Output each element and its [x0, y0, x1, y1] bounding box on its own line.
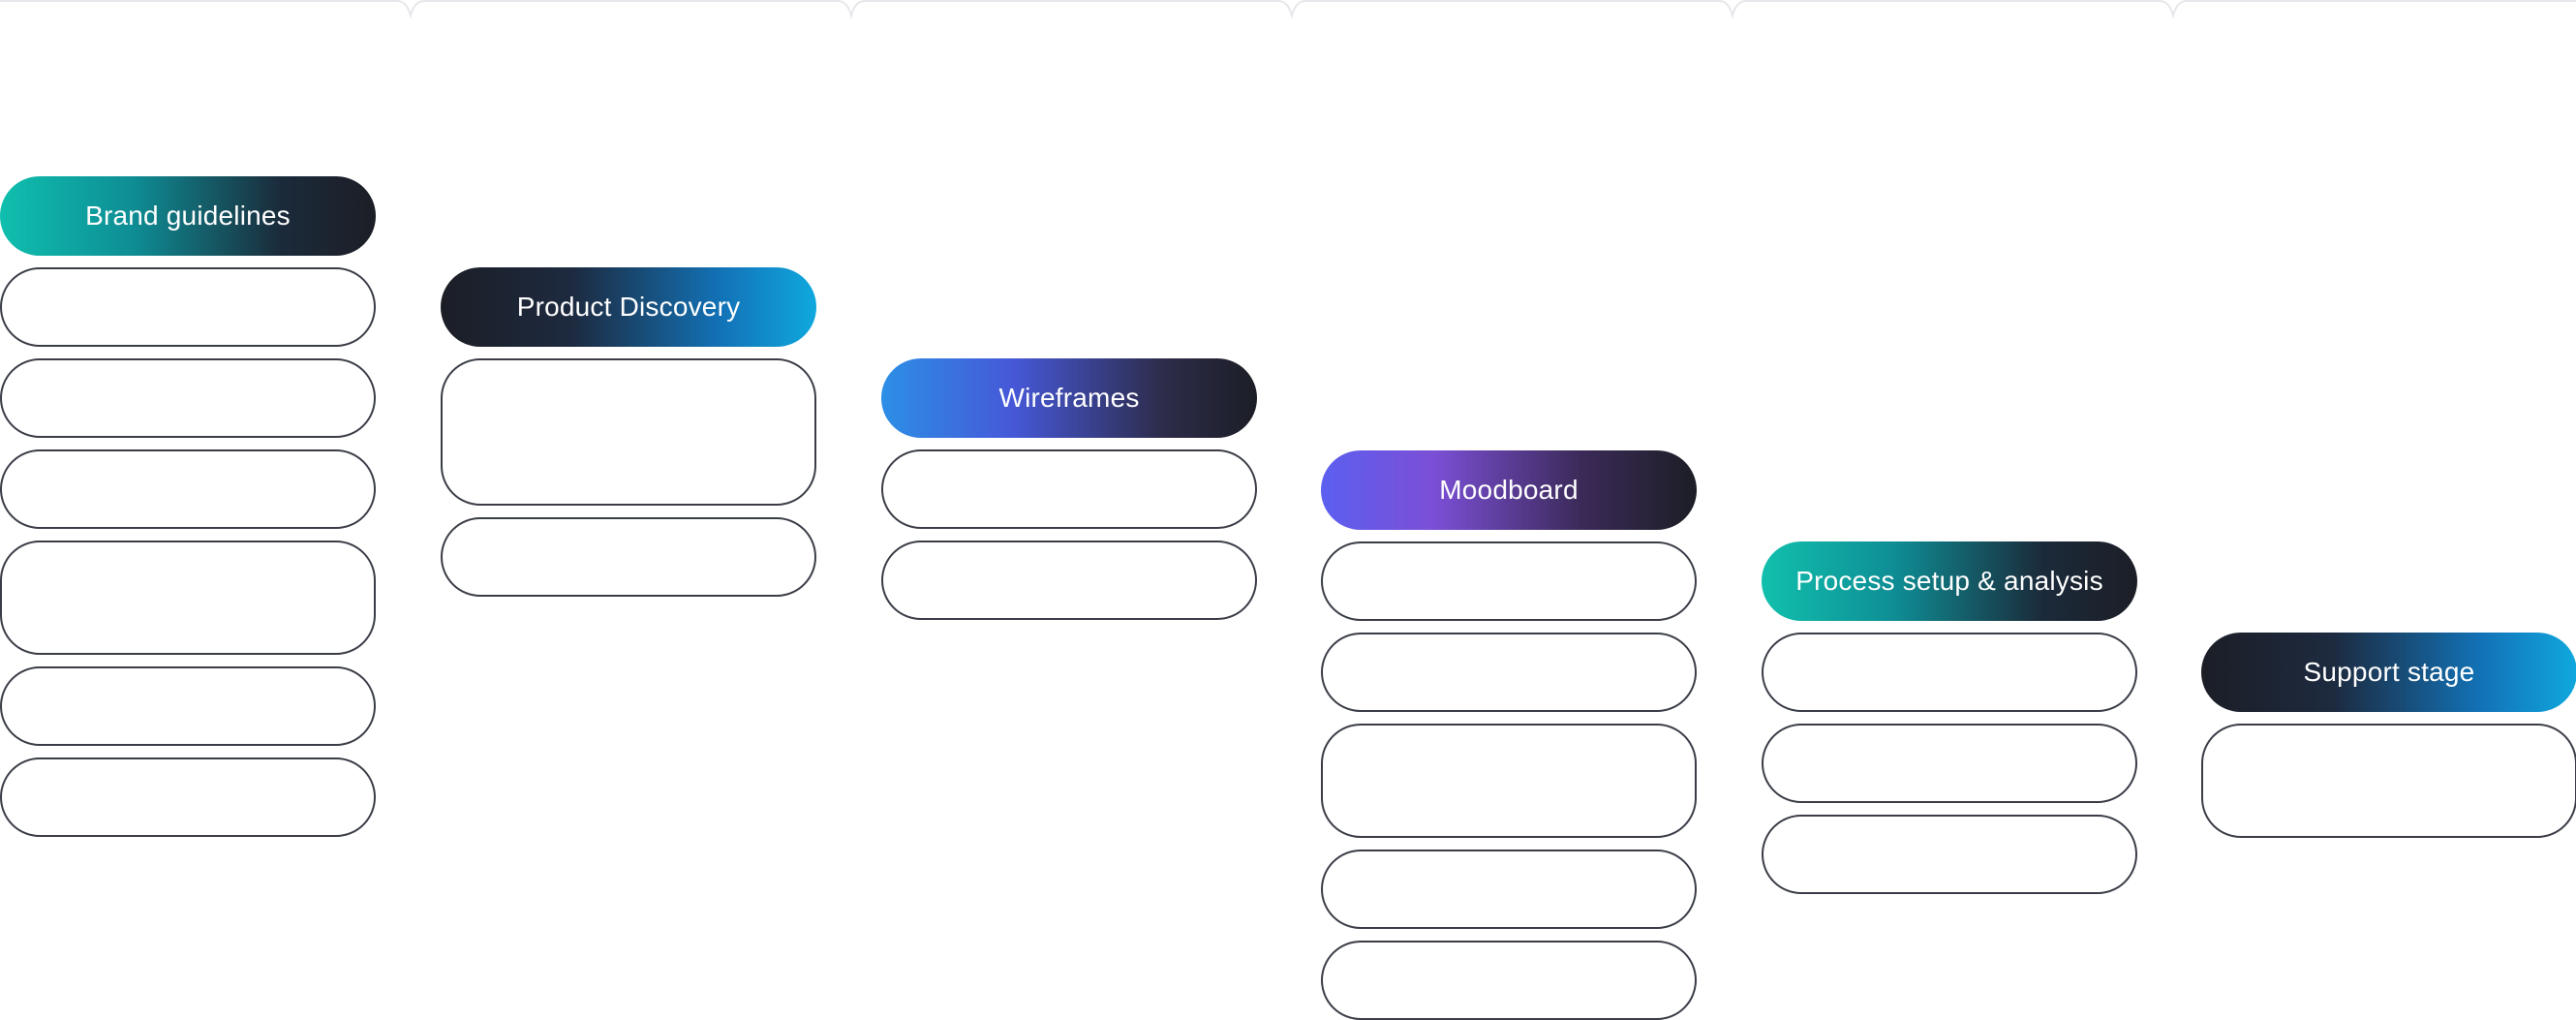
- list-item[interactable]: [0, 541, 376, 655]
- list-item[interactable]: [0, 267, 376, 347]
- column-brand-guidelines: Brand guidelines: [0, 176, 376, 837]
- list-item[interactable]: [1321, 724, 1697, 838]
- list-item[interactable]: [1321, 541, 1697, 621]
- list-item[interactable]: [881, 449, 1257, 529]
- column-moodboard: Moodboard: [1321, 450, 1697, 1020]
- list-item[interactable]: [0, 666, 376, 746]
- list-item[interactable]: [1762, 815, 2137, 894]
- list-item[interactable]: [881, 541, 1257, 620]
- list-item[interactable]: [1321, 941, 1697, 1020]
- list-item[interactable]: [1321, 850, 1697, 929]
- column-process-setup: Process setup & analysis: [1762, 541, 2137, 894]
- list-item[interactable]: [441, 358, 816, 506]
- list-item[interactable]: [0, 449, 376, 529]
- header-brand-guidelines[interactable]: Brand guidelines: [0, 176, 376, 256]
- list-item[interactable]: [1762, 724, 2137, 803]
- list-item[interactable]: [0, 757, 376, 837]
- header-moodboard[interactable]: Moodboard: [1321, 450, 1697, 530]
- header-wireframes[interactable]: Wireframes: [881, 358, 1257, 438]
- column-product-discovery: Product Discovery: [441, 267, 816, 597]
- list-item[interactable]: [441, 517, 816, 597]
- header-process-setup-analysis[interactable]: Process setup & analysis: [1762, 541, 2137, 621]
- list-item[interactable]: [1321, 633, 1697, 712]
- header-support-stage[interactable]: Support stage: [2201, 633, 2576, 712]
- top-scallop-band: [0, 0, 2576, 39]
- list-item[interactable]: [0, 358, 376, 438]
- list-item[interactable]: [1762, 633, 2137, 712]
- list-item[interactable]: [2201, 724, 2576, 838]
- column-support-stage: Support stage: [2201, 633, 2576, 838]
- header-product-discovery[interactable]: Product Discovery: [441, 267, 816, 347]
- column-wireframes: Wireframes: [881, 358, 1257, 620]
